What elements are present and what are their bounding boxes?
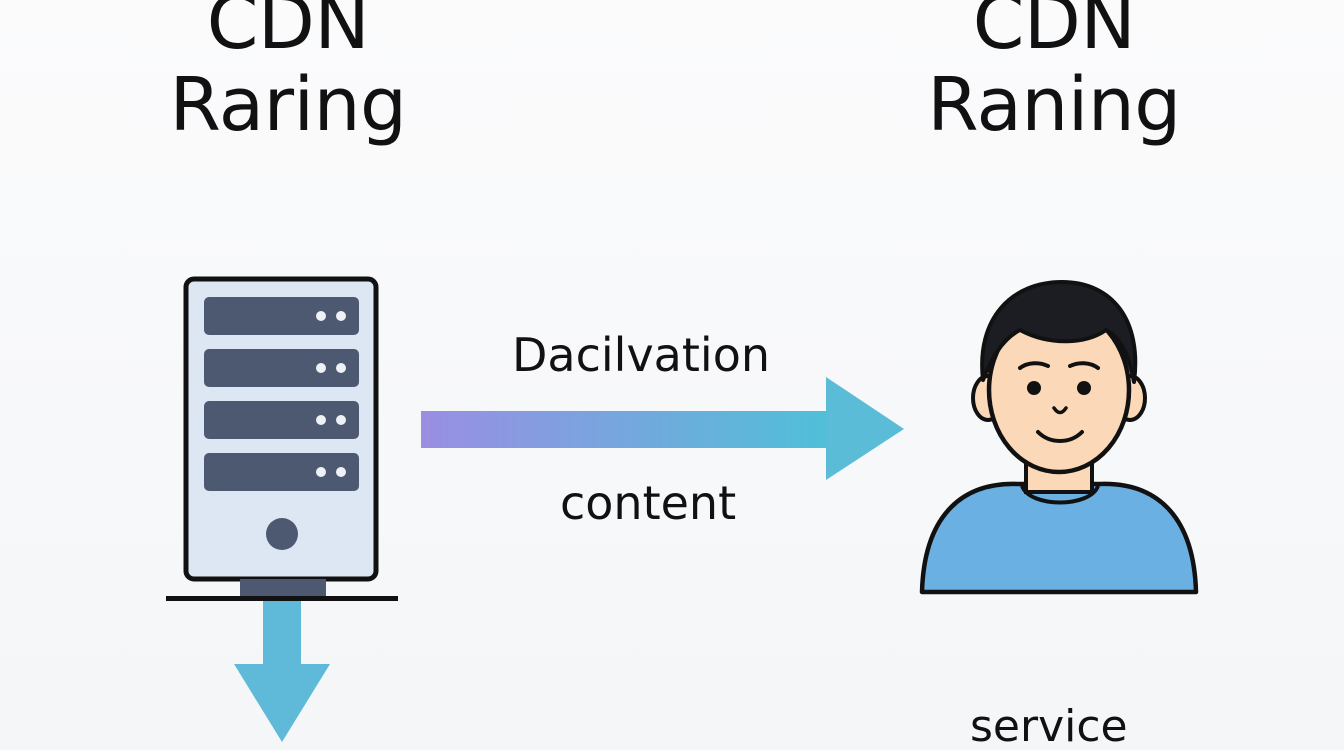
right-title-line1: CDN [972, 0, 1136, 66]
arrow-label-top: Dacilvation [512, 328, 770, 382]
right-title-line2: Raning [927, 62, 1181, 148]
server-power-button [266, 518, 298, 550]
server-bay [204, 453, 359, 491]
server-icon [166, 276, 398, 601]
right-title: CDN Raning [884, 0, 1224, 146]
server-bay [204, 401, 359, 439]
arrow-right-icon [421, 377, 904, 480]
arrow-label-bottom: content [560, 476, 737, 530]
user-avatar-icon [919, 280, 1199, 595]
service-label: service [970, 701, 1128, 750]
left-title: CDN Raring [118, 0, 458, 146]
left-title-line1: CDN [206, 0, 370, 66]
right-eye [1077, 381, 1091, 395]
arrow-down-icon [234, 601, 330, 742]
server-bay [204, 349, 359, 387]
left-eye [1027, 381, 1041, 395]
server-bay [204, 297, 359, 335]
left-title-line2: Raring [169, 62, 408, 148]
